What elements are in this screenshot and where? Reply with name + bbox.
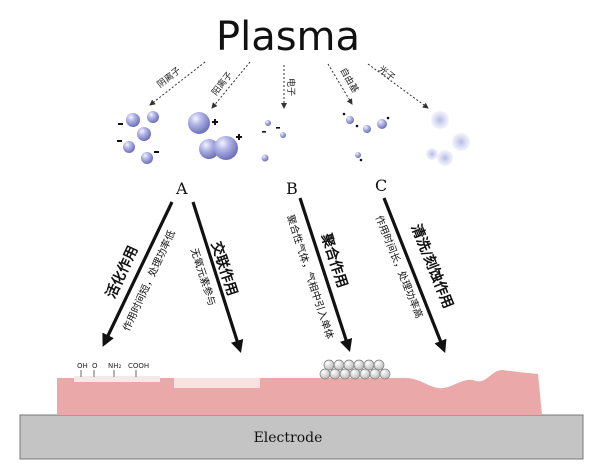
polymer-bead xyxy=(319,368,331,380)
radical-sphere xyxy=(346,116,354,124)
photon-sphere xyxy=(437,150,453,166)
species-label-negative-ions: 阴离子 xyxy=(154,64,183,90)
polymer-bead xyxy=(329,368,341,380)
minus-sign-icon xyxy=(117,140,122,142)
radical-sphere xyxy=(355,152,361,158)
radical-sphere xyxy=(363,125,371,133)
species-label-photons: 光子 xyxy=(376,63,398,84)
species-label-radicals: 自由基 xyxy=(337,66,361,95)
activation-arrow xyxy=(102,201,174,347)
polymer-bead xyxy=(363,359,375,371)
photon-sphere xyxy=(431,111,449,129)
negative-ions-cluster xyxy=(117,111,159,164)
positive-ions-cluster xyxy=(188,112,242,160)
polymer-bead xyxy=(373,359,385,371)
activation-note: 作用时间短，处理功率低 xyxy=(120,228,178,333)
positive-ion-sphere xyxy=(188,112,210,134)
radical-dot-icon xyxy=(359,158,363,162)
minus-sign-icon xyxy=(118,123,123,125)
negative-ion-sphere xyxy=(126,113,140,127)
electron-sphere xyxy=(261,154,269,162)
polymer-bead xyxy=(359,368,371,380)
negative-ion-sphere xyxy=(141,152,153,164)
crosslink-arrow xyxy=(191,201,244,354)
negative-ion-sphere xyxy=(123,141,135,153)
arrow-to-photons xyxy=(367,63,429,109)
polymer-bead xyxy=(353,359,365,371)
functional-group-oh: OH xyxy=(77,362,88,370)
radical-dot-icon xyxy=(342,112,346,116)
minus-sign-icon xyxy=(262,131,266,133)
photon-sphere xyxy=(426,148,438,160)
polymer-bead xyxy=(379,368,391,380)
electron-sphere xyxy=(265,120,271,126)
minus-sign-icon xyxy=(276,127,280,129)
negative-ion-sphere xyxy=(147,111,159,123)
activated-surface-layer xyxy=(74,376,160,382)
species-label-electrons: 电子 xyxy=(285,78,297,96)
radical-dot-icon xyxy=(386,116,390,120)
electron-sphere xyxy=(280,132,286,138)
arrow-to-positive-ions xyxy=(211,61,251,109)
species-arrows xyxy=(149,61,429,109)
electrons-cluster xyxy=(261,120,286,162)
cleaning-etching-arrow xyxy=(382,197,447,353)
mechanism-letter-b: B xyxy=(286,179,298,198)
crosslinked-surface-layer xyxy=(174,378,260,388)
plus-sign-icon xyxy=(212,119,218,125)
polymer-bead xyxy=(339,368,351,380)
activation-title: 活化作用 xyxy=(102,243,141,301)
electrode-label: Electrode xyxy=(254,430,323,446)
species-label-positive-ions: 阳离子 xyxy=(209,69,235,98)
mechanism-letter-c: C xyxy=(375,176,387,195)
polymer-bead xyxy=(333,359,345,371)
polymer-bead xyxy=(343,359,355,371)
negative-ion-sphere xyxy=(137,127,151,141)
mechanism-letter-a: A xyxy=(175,179,188,198)
polymerization-title: 聚合作用 xyxy=(317,230,351,289)
functional-group-nh2: NH₂ xyxy=(108,362,122,370)
radical-sphere xyxy=(377,119,387,129)
polymer-bead xyxy=(349,368,361,380)
minus-sign-icon xyxy=(154,151,159,153)
functional-group-cooh: COOH xyxy=(128,362,149,370)
photons-cluster xyxy=(426,111,470,166)
photon-sphere xyxy=(452,133,470,151)
plasma-title: Plasma xyxy=(216,14,360,60)
plus-sign-icon xyxy=(236,134,242,140)
polymer-bead-layer xyxy=(319,359,391,380)
radicals-cluster xyxy=(342,112,390,162)
radical-dot-icon xyxy=(355,124,359,128)
polymerization-arrow xyxy=(298,197,353,353)
polymer-bead xyxy=(369,368,381,380)
functional-group-o: O xyxy=(92,362,98,370)
positive-ion-sphere xyxy=(199,139,219,159)
positive-ion-sphere xyxy=(214,136,238,160)
polymer-bead xyxy=(323,359,335,371)
